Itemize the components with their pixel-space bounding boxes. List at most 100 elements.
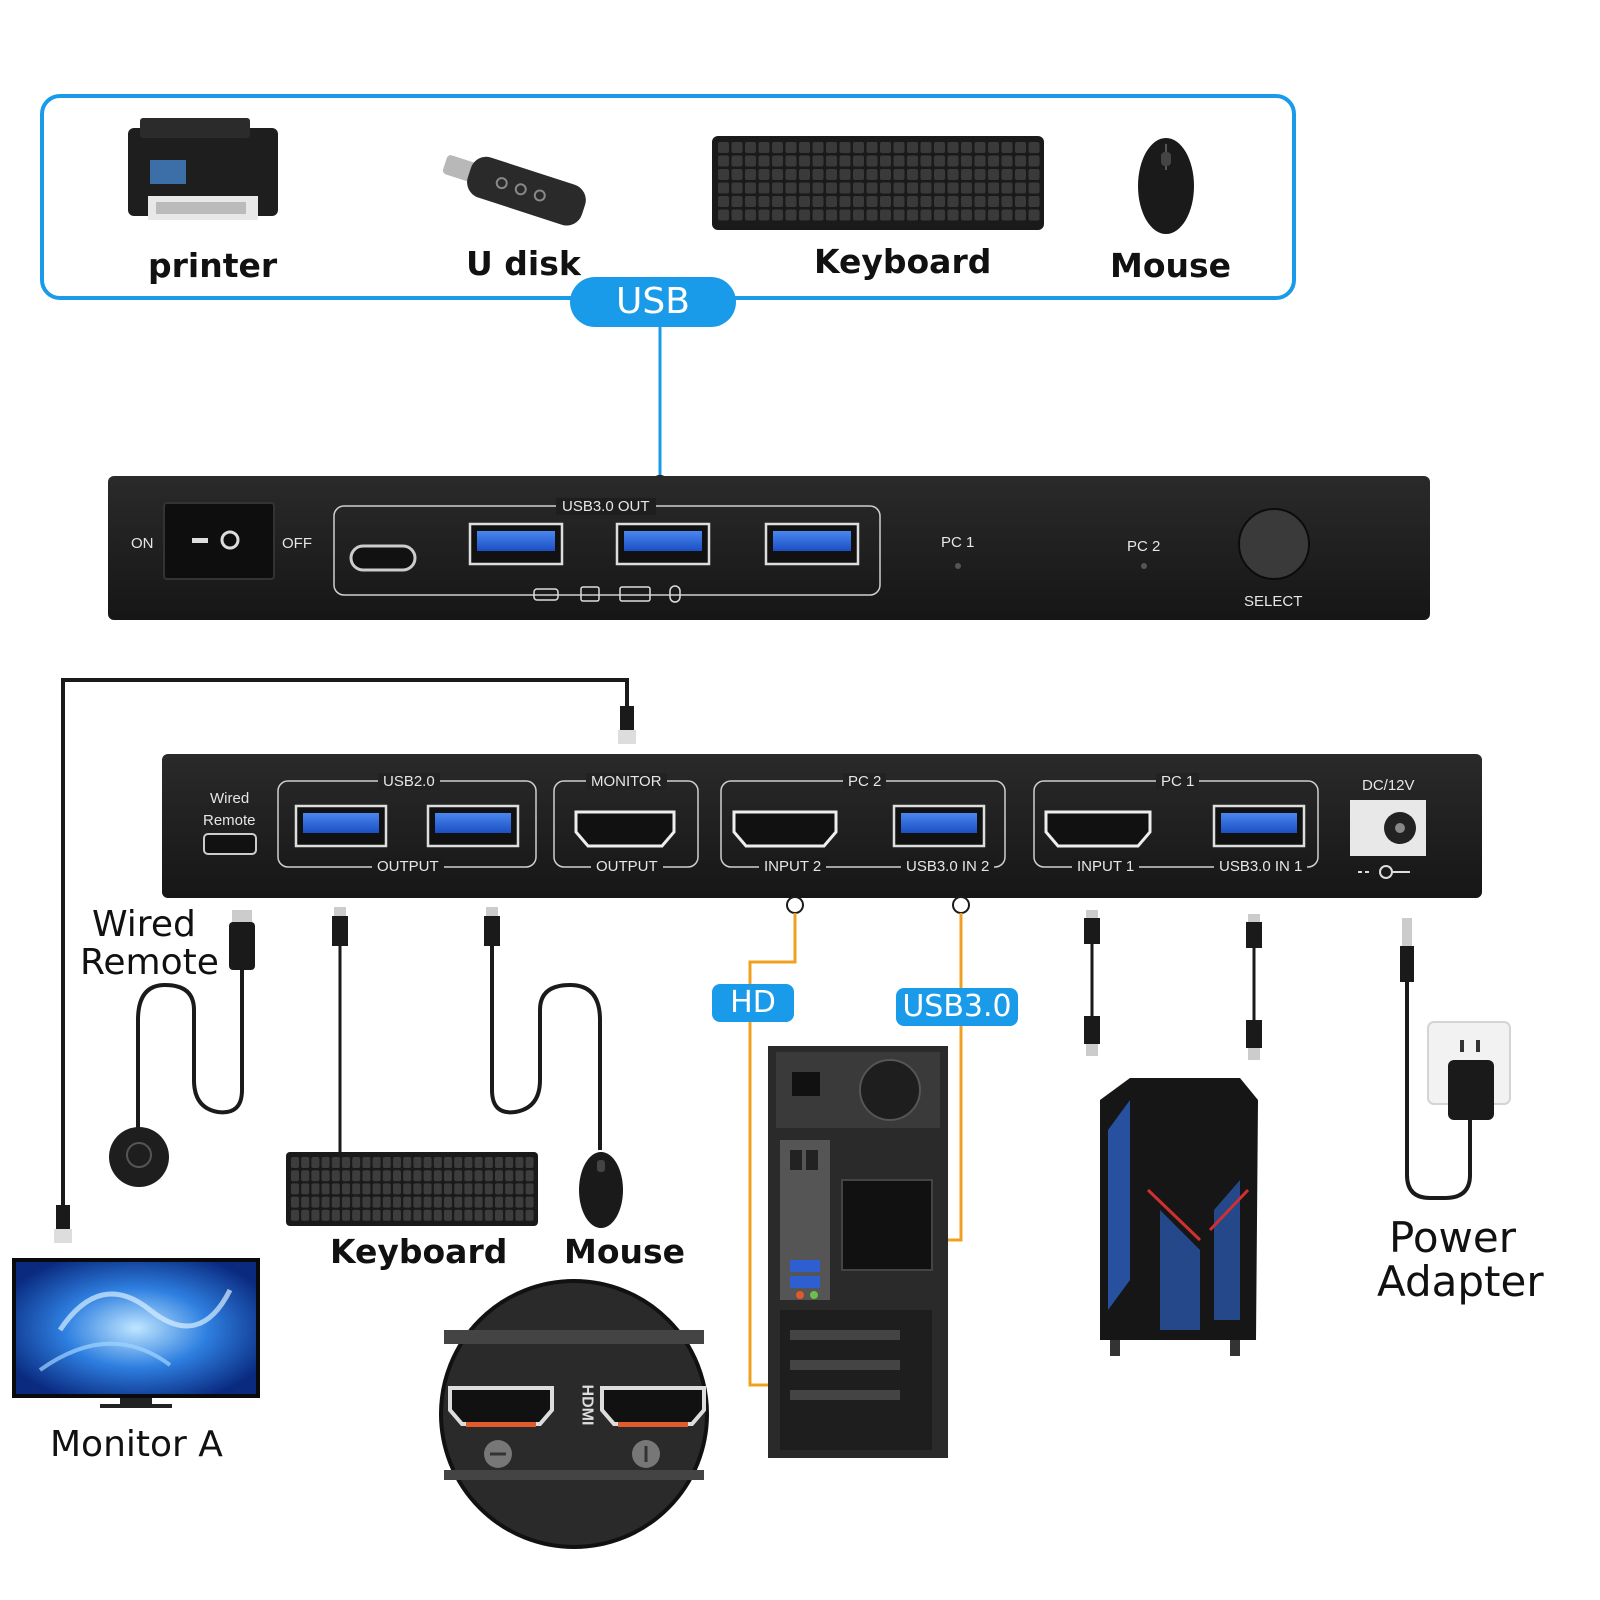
keyboard-key bbox=[372, 1196, 381, 1208]
keyboard-key bbox=[342, 1196, 350, 1208]
usb20-output-port-2[interactable] bbox=[426, 804, 520, 848]
usb30-in2-port[interactable] bbox=[892, 804, 986, 848]
usb-pill: USB bbox=[570, 277, 736, 327]
keyboard-key bbox=[291, 1170, 299, 1182]
keyboard-key bbox=[947, 196, 959, 207]
keyboard-key bbox=[454, 1170, 463, 1182]
printer-pictogram bbox=[580, 586, 600, 602]
keyboard-key bbox=[961, 209, 972, 221]
keyboard-key bbox=[920, 196, 932, 207]
keyboard-key bbox=[362, 1209, 371, 1221]
keyboard-key bbox=[433, 1183, 442, 1195]
keyboard-key bbox=[866, 196, 878, 207]
keyboard-key bbox=[1001, 142, 1013, 153]
keyboard-key bbox=[785, 209, 797, 221]
power-adapter-icon bbox=[1427, 1021, 1511, 1120]
keyboard-key bbox=[758, 142, 770, 153]
pc1-label: PC 1 bbox=[941, 534, 975, 551]
keyboard-key bbox=[853, 182, 864, 194]
keyboard-key bbox=[525, 1170, 534, 1182]
keyboard-key bbox=[372, 1183, 381, 1195]
keyboard-key bbox=[839, 209, 851, 221]
usb20-output-port-1[interactable] bbox=[294, 804, 388, 848]
keyboard-key bbox=[1028, 196, 1040, 207]
keyboard-key bbox=[893, 209, 905, 221]
keyboard-key bbox=[839, 196, 851, 207]
keyboard-key bbox=[484, 1209, 493, 1221]
keyboard-key bbox=[484, 1183, 493, 1195]
usb-port-front-3[interactable] bbox=[764, 522, 860, 566]
keyboard-key bbox=[812, 142, 824, 153]
keyboard-key bbox=[413, 1157, 422, 1168]
keyboard-key bbox=[799, 209, 810, 221]
keyboard-key bbox=[961, 196, 972, 207]
usb-c-port[interactable] bbox=[349, 544, 417, 572]
keyboard-key bbox=[947, 155, 959, 167]
keyboard-key bbox=[866, 155, 878, 167]
keyboard-key bbox=[988, 182, 999, 194]
monitor-a-icon bbox=[12, 1258, 260, 1408]
keyboard-key bbox=[321, 1196, 330, 1208]
keyboard-key bbox=[311, 1157, 320, 1168]
keyboard-key bbox=[525, 1196, 534, 1208]
wired-remote-port[interactable] bbox=[203, 833, 257, 855]
keyboard-key bbox=[731, 155, 743, 167]
select-button[interactable] bbox=[1238, 508, 1310, 580]
keyboard-key bbox=[961, 142, 972, 153]
keyboard-key bbox=[934, 196, 945, 207]
keyboard-key bbox=[423, 1170, 432, 1182]
bottom-keyboard-icon bbox=[286, 1152, 538, 1226]
keyboard-key bbox=[515, 1157, 524, 1168]
keyboard-key bbox=[731, 142, 743, 153]
keyboard-key bbox=[974, 142, 986, 153]
bottom-keyboard-label: Keyboard bbox=[330, 1232, 508, 1271]
keyboard-key bbox=[907, 182, 918, 194]
keyboard-key bbox=[423, 1196, 432, 1208]
keyboard-key bbox=[362, 1183, 371, 1195]
keyboard-key bbox=[853, 196, 864, 207]
keyboard-key bbox=[382, 1170, 391, 1182]
keyboard-key bbox=[812, 169, 824, 180]
usb-port-front-1[interactable] bbox=[468, 522, 564, 566]
keyboard-key bbox=[352, 1209, 361, 1221]
keyboard-key bbox=[484, 1170, 493, 1182]
keyboard-key bbox=[342, 1209, 350, 1221]
pc2-led bbox=[1141, 563, 1147, 569]
keyboard-key bbox=[433, 1170, 442, 1182]
usb-port-front-2[interactable] bbox=[615, 522, 711, 566]
monitor-label: MONITOR bbox=[586, 773, 667, 790]
hdmi-closeup-label: HDMI bbox=[578, 1384, 596, 1426]
usb30-in1-port[interactable] bbox=[1212, 804, 1306, 848]
keyboard-key bbox=[785, 169, 797, 180]
keyboard-key bbox=[1001, 196, 1013, 207]
keyboard-key bbox=[920, 209, 932, 221]
input1-label: INPUT 1 bbox=[1072, 858, 1140, 875]
rear-pc1-label: PC 1 bbox=[1156, 773, 1200, 790]
keyboard-key bbox=[505, 1170, 514, 1182]
rear-wired-label-2: Remote bbox=[203, 812, 256, 829]
keyboard-key bbox=[839, 169, 851, 180]
keyboard-key bbox=[525, 1209, 534, 1221]
hdmi-monitor-output-port[interactable] bbox=[574, 810, 676, 848]
hdmi-input2-port[interactable] bbox=[732, 810, 838, 848]
keyboard-key bbox=[988, 142, 999, 153]
device-label-keyboard: Keyboard bbox=[814, 242, 992, 281]
keyboard-key bbox=[382, 1196, 391, 1208]
keyboard-key bbox=[772, 209, 783, 221]
power-switch[interactable] bbox=[163, 502, 275, 580]
keyboard-key bbox=[372, 1157, 381, 1168]
hdmi-input1-port[interactable] bbox=[1044, 810, 1152, 848]
keyboard-key bbox=[718, 196, 729, 207]
keyboard-key bbox=[893, 182, 905, 194]
keyboard-key bbox=[464, 1209, 473, 1221]
keyboard-key bbox=[988, 155, 999, 167]
keyboard-key bbox=[321, 1157, 330, 1168]
keyboard-key bbox=[826, 209, 837, 221]
keyboard-key bbox=[880, 142, 891, 153]
keyboard-key bbox=[920, 155, 932, 167]
keyboard-key bbox=[974, 209, 986, 221]
keyboard-key bbox=[484, 1196, 493, 1208]
keyboard-key bbox=[866, 142, 878, 153]
keyboard-key bbox=[718, 182, 729, 194]
keyboard-key bbox=[515, 1183, 524, 1195]
